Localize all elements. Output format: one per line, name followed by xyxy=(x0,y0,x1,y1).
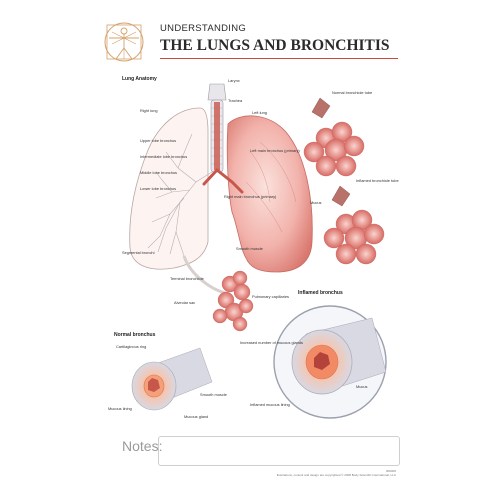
label-larynx: Larynx xyxy=(228,78,240,83)
label-smooth-muscle-normal: Smooth muscle xyxy=(200,392,227,397)
larynx xyxy=(207,83,227,101)
section-lung-anatomy: Lung Anatomy xyxy=(122,76,157,82)
terminal-bronchiole xyxy=(182,255,229,296)
poster: UNDERSTANDING THE LUNGS AND BRONCHITIS L… xyxy=(100,18,400,484)
label-mucus-inflamed: Mucus xyxy=(356,384,368,389)
vitruvian-man-logo-icon xyxy=(104,22,144,62)
label-trachea: Trachea xyxy=(228,98,243,103)
footer-code: 000000 xyxy=(385,469,396,473)
label-mucous-lining: Mucous lining xyxy=(108,406,132,411)
label-intermediate-bronchus: Intermediate lobe bronchus xyxy=(140,154,187,159)
label-inflamed-bronchiole-tube: Inflamed bronchiole tube xyxy=(356,178,399,183)
label-inflamed-mucous-lining: Inflamed mucous lining xyxy=(250,402,290,407)
inflamed-bronchiole-illustration xyxy=(323,185,385,265)
label-right-main-bronchus: Right main bronchus (primary) xyxy=(224,194,277,199)
label-lower-lobe-bronchus: Lower lobe bronchus xyxy=(140,186,176,191)
trachea-lining xyxy=(214,102,220,170)
label-mucous-gland: Mucous gland xyxy=(184,414,208,419)
subtitle: UNDERSTANDING xyxy=(160,23,247,34)
left-lung-vessels xyxy=(245,141,297,233)
label-segmental-bronchi: Segmental bronchi xyxy=(122,250,155,255)
label-terminal-bronchiole: Terminal bronchiole xyxy=(170,276,204,281)
label-upper-lobe-bronchus: Upper lobe bronchus xyxy=(140,138,176,143)
page-title: THE LUNGS AND BRONCHITIS xyxy=(160,37,390,54)
label-increased-glands: Increased number of mucous glands xyxy=(240,340,303,345)
label-mucus-top: Mucus xyxy=(310,200,322,205)
footer-copyright: Illustrations, content and design are co… xyxy=(276,473,396,477)
alveolar-sac xyxy=(212,270,254,332)
normal-bronchiole-illustration xyxy=(303,97,365,177)
right-bronchial-tree xyxy=(147,133,213,257)
left-lung xyxy=(226,115,313,273)
label-smooth-muscle: Smooth muscle xyxy=(236,246,263,251)
label-left-main-bronchus: Left main bronchus (primary) xyxy=(250,148,300,153)
label-pulmonary-capillaries: Pulmonary capillaries xyxy=(252,294,289,299)
notes-label: Notes: xyxy=(122,438,163,454)
label-right-lung: Right lung xyxy=(140,108,158,113)
label-normal-bronchiole-tube: Normal bronchiole tube xyxy=(332,90,372,95)
notes-field[interactable] xyxy=(158,436,400,466)
normal-bronchus-illustration xyxy=(131,347,213,411)
title-rule xyxy=(160,58,398,59)
label-left-lung: Left lung xyxy=(252,110,267,115)
main-bronchi xyxy=(202,168,244,194)
footer: 000000 Illustrations, content and design… xyxy=(277,469,396,477)
anatomy-illustration: Lung Anatomy xyxy=(108,76,399,419)
label-alveolar-sac: Alveolar sac xyxy=(174,300,195,305)
section-normal-bronchus: Normal bronchus xyxy=(114,332,156,338)
header: UNDERSTANDING THE LUNGS AND BRONCHITIS xyxy=(100,18,400,64)
inflamed-bronchus-illustration xyxy=(273,305,387,419)
label-middle-lobe-bronchus: Middle lobe bronchus xyxy=(140,170,177,175)
label-cartilaginous-ring: Cartilaginous ring xyxy=(116,344,146,349)
section-inflamed-bronchus: Inflamed bronchus xyxy=(298,290,343,296)
